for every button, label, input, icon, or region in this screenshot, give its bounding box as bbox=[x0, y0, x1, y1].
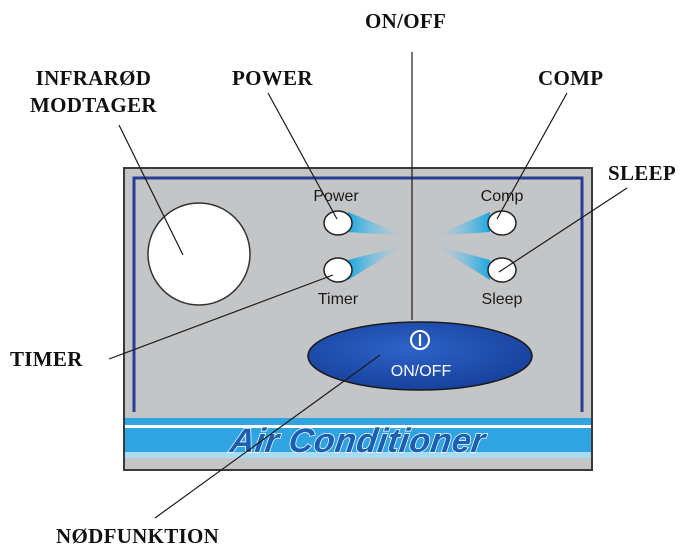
sleep-led-label: Sleep bbox=[482, 291, 523, 308]
power-led-label: Power bbox=[313, 188, 359, 205]
leader-comp bbox=[496, 92, 568, 220]
callout-onoff: ON/OFF bbox=[365, 9, 447, 33]
sleep-led-glow bbox=[434, 245, 490, 280]
timer-led bbox=[323, 257, 353, 283]
panel-inner-frame bbox=[132, 176, 584, 412]
callout-sleep: SLEEP bbox=[608, 161, 677, 185]
onoff-button[interactable]: ON/OFF bbox=[307, 321, 533, 391]
callout-timer: TIMER bbox=[10, 347, 83, 371]
callout-emergency: NØDFUNKTION bbox=[56, 524, 220, 548]
callout-receiver-line2: MODTAGER bbox=[30, 93, 157, 117]
leader-timer bbox=[108, 274, 334, 360]
timer-led-glow bbox=[348, 245, 405, 280]
timer-led-label: Timer bbox=[318, 291, 359, 308]
power-led bbox=[323, 210, 353, 236]
infrared-receiver bbox=[147, 202, 251, 306]
leader-power bbox=[267, 92, 338, 220]
onoff-button-shape[interactable] bbox=[307, 321, 533, 391]
comp-led bbox=[487, 210, 517, 236]
brand-stripe-top bbox=[125, 418, 591, 425]
brand-text: Air Conditioner bbox=[227, 422, 489, 460]
power-icon bbox=[410, 330, 430, 350]
leader-receiver bbox=[118, 124, 184, 256]
onoff-button-label: ON/OFF bbox=[391, 363, 452, 380]
comp-led-glow bbox=[434, 212, 490, 236]
callout-infrared-receiver: INFRARØD MODTAGER bbox=[30, 65, 157, 119]
brand-stripe-main bbox=[125, 428, 591, 452]
brand-stripe-bottom bbox=[125, 452, 591, 458]
leader-sleep bbox=[498, 187, 628, 273]
leader-emergency bbox=[154, 354, 381, 519]
brand-stripe-white bbox=[125, 425, 591, 428]
callout-receiver-line1: INFRARØD bbox=[35, 66, 152, 90]
callout-comp: COMP bbox=[538, 66, 604, 90]
callout-power: POWER bbox=[232, 66, 313, 90]
power-led-glow bbox=[348, 212, 405, 236]
comp-led-label: Comp bbox=[481, 188, 524, 205]
